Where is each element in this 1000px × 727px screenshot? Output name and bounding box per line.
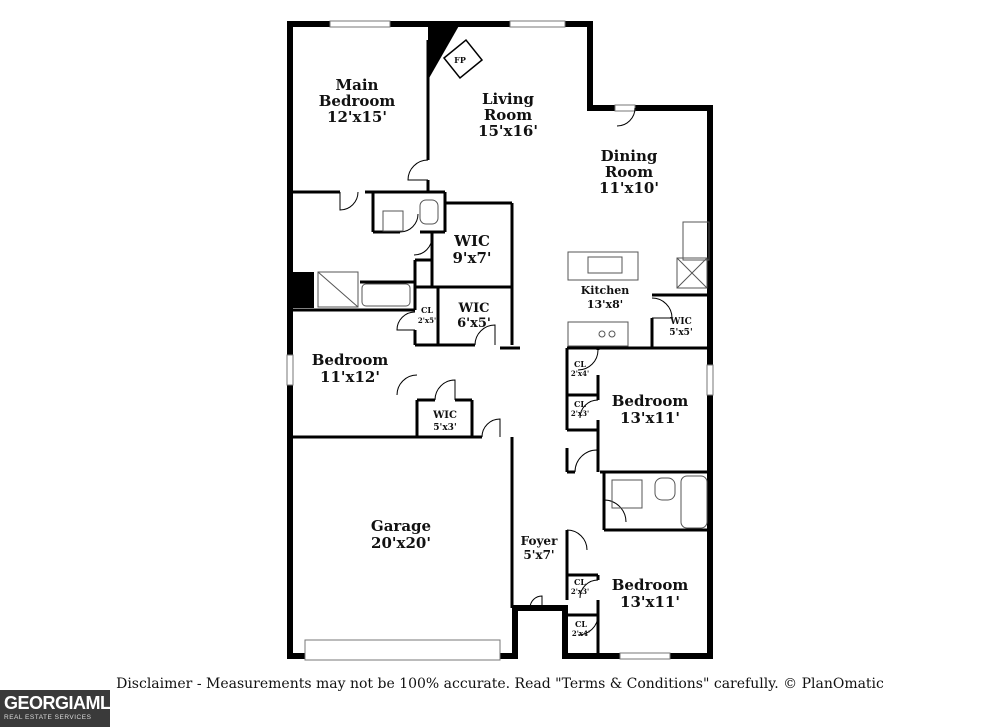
wic-small-name: WIC	[432, 410, 457, 421]
cl-b-name: CL	[574, 399, 586, 409]
garage-dims: 20'x20'	[371, 534, 431, 552]
main-bedroom-dims: 12'x15'	[327, 108, 387, 126]
georgia-mls-logo: GEORGIAMLS REAL ESTATE SERVICES	[0, 690, 123, 727]
wic-small-dims: 5'x3'	[433, 423, 456, 433]
cl-b-dims: 2'x3'	[571, 409, 589, 418]
cl-d-name: CL	[575, 619, 587, 629]
shower-block	[292, 272, 314, 308]
wic-kitchen-name: WIC	[669, 317, 691, 327]
cl-c-name: CL	[574, 577, 586, 587]
cl-c-dims: 2'x3'	[571, 587, 589, 596]
cl-a-dims: 2'x4'	[571, 369, 589, 378]
dining-room-name-2: Room	[605, 163, 653, 181]
dining-room-dims: 11'x10'	[599, 179, 659, 197]
garage-name: Garage	[371, 517, 431, 535]
wic-mid-dims: 6'x5'	[457, 316, 491, 331]
main-bedroom-name-2: Bedroom	[319, 92, 396, 110]
living-room-dims: 15'x16'	[478, 122, 538, 140]
wic-large-dims: 9'x7'	[452, 249, 491, 267]
bedroom-left-name: Bedroom	[312, 351, 389, 369]
interior-walls	[290, 40, 710, 656]
bedroom-left-dims: 11'x12'	[320, 368, 380, 386]
main-bedroom-name-1: Main	[336, 76, 379, 94]
cl-hall-name: CL	[421, 305, 433, 315]
logo-main-text: GEORGIAMLS	[4, 693, 123, 713]
bedroom-right-bottom-dims: 13'x11'	[620, 593, 680, 611]
cl-hall-dims: 2'x5'	[418, 316, 436, 325]
disclaimer-text: Disclaimer - Measurements may not be 100…	[116, 676, 884, 692]
fireplace-hearth	[428, 24, 460, 80]
living-room-name-2: Room	[484, 106, 532, 124]
bedroom-right-bottom-name: Bedroom	[612, 576, 689, 594]
bedroom-right-top-dims: 13'x11'	[620, 409, 680, 427]
wic-large-name: WIC	[453, 232, 490, 250]
wic-kitchen-dims: 5'x5'	[669, 328, 692, 338]
wic-mid-name: WIC	[457, 301, 489, 316]
living-room-name-1: Living	[482, 90, 535, 108]
cl-d-dims: 2'x4'	[572, 629, 590, 638]
fireplace-box	[442, 38, 484, 80]
doors	[339, 107, 673, 636]
windows	[286, 20, 714, 661]
dining-room-name-1: Dining	[601, 147, 658, 165]
kitchen-name: Kitchen	[581, 284, 630, 297]
room-labels: Main Bedroom 12'x15' Living Room 15'x16'…	[312, 76, 693, 638]
fireplace-label: FP	[454, 55, 466, 65]
foyer-name: Foyer	[521, 534, 558, 548]
floor-plan: FP	[286, 20, 714, 661]
kitchen-dims: 13'x8'	[587, 298, 623, 311]
cl-a-name: CL	[574, 359, 586, 369]
foyer-dims: 5'x7'	[523, 548, 554, 562]
fixtures	[317, 199, 710, 529]
bedroom-right-top-name: Bedroom	[612, 392, 689, 410]
logo-sub-text: REAL ESTATE SERVICES	[4, 714, 92, 721]
